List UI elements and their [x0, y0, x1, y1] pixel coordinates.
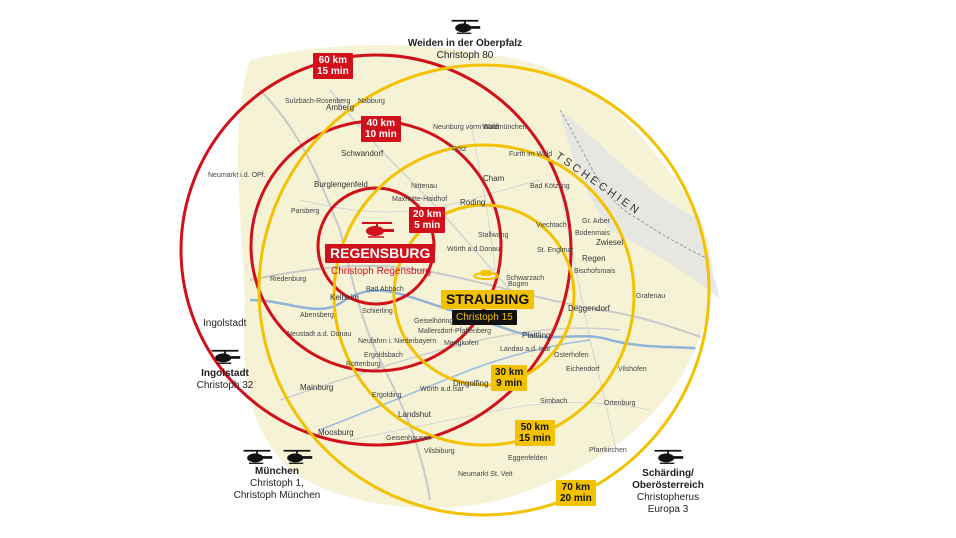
city-label: Zwiesel: [596, 238, 624, 247]
base-ingolstadt: Ingolstadt Christoph 32: [185, 348, 265, 392]
city-label: Ingolstadt: [203, 318, 247, 329]
city-label: Vilshofen: [618, 366, 647, 373]
city-label: Pfarrkirchen: [589, 447, 627, 454]
city-label: Deggendorf: [568, 304, 610, 313]
city-label: Mallersdorf-Pfaffenberg: [418, 328, 492, 335]
helicopter-icon: [211, 349, 241, 364]
helicopter-icon: [451, 19, 481, 34]
base-weiden: Weiden in der Oberpfalz Christoph 80: [390, 18, 540, 62]
regensburg-sub: Christoph Regensburg: [331, 266, 432, 277]
city-label: Amberg: [326, 103, 355, 112]
city-label: Waldmünchen: [482, 124, 527, 131]
straubing-heliport: [473, 270, 499, 280]
helicopter-icon: [243, 449, 273, 464]
helicopter-icon: [654, 449, 684, 464]
city-label: Geisenhausen: [386, 435, 432, 442]
city-label: Neumarkt i.d. OPf.: [208, 172, 266, 179]
city-label: Furth im Wald: [509, 151, 553, 158]
city-label: Bodenmais: [575, 230, 611, 237]
city-label: Mengkofen: [444, 340, 479, 347]
straubing-rings: [257, 63, 711, 517]
city-label: Wörth a.d.Donau: [447, 246, 500, 253]
city-label: Eichendorf: [566, 366, 600, 373]
city-label: Burglengenfeld: [314, 180, 368, 189]
city-label: Vilsbiburg: [424, 448, 455, 455]
city-label: Bad Kötzting: [530, 183, 570, 190]
regensburg-heli-icon: [358, 220, 396, 245]
base-muenchen: München Christoph 1, Christoph München: [222, 448, 332, 502]
city-label: Parsberg: [291, 208, 320, 215]
city-label: Geiselhöring: [414, 318, 454, 325]
city-label: Rötz: [452, 146, 467, 153]
straubing-name: STRAUBING: [441, 290, 535, 309]
city-label: Grafenau: [636, 293, 666, 300]
city-label: Rottenburg: [346, 361, 381, 368]
river-isar: [319, 339, 591, 431]
city-label: Mainburg: [300, 383, 334, 392]
city-label: Neumarkt St. Veit: [458, 471, 513, 478]
helicopter-icon: [283, 449, 313, 464]
city-label: Moosburg: [318, 428, 354, 437]
city-label: Neustadt a.d. Donau: [287, 331, 352, 338]
city-label: Gr. Arber: [582, 218, 611, 225]
city-label: Bogen: [508, 281, 529, 288]
city-label: Schwandorf: [341, 149, 384, 158]
city-label: Regen: [582, 254, 606, 263]
city-label: Osterhofen: [554, 352, 589, 359]
city-label: Viechtach: [536, 222, 567, 229]
city-label: Eggenfelden: [508, 455, 548, 462]
city-label: St. Englmar: [537, 247, 574, 254]
city-label: Dingolfing: [453, 379, 489, 388]
city-label: Schwarzach: [506, 275, 545, 282]
city-label: Simbach: [540, 398, 568, 405]
city-label: Bad Abbach: [366, 286, 404, 293]
city-label: Ergolding: [372, 392, 402, 399]
city-label: Ergoldsbach: [364, 352, 403, 359]
czech-area: [560, 110, 720, 300]
city-label: Schierling: [362, 308, 393, 315]
city-label: Landshut: [398, 410, 431, 419]
city-label: Landau a.d. Isar: [500, 346, 551, 353]
city-label: Roding: [460, 198, 486, 207]
city-label: Neunburg vorm Wald: [433, 124, 499, 131]
city-label: Wörth a.d.Isar: [420, 386, 464, 393]
city-label: Plattling: [522, 331, 551, 340]
city-label: Bischofsmais: [574, 268, 616, 275]
straubing-sub: Christoph 15: [452, 310, 517, 325]
city-label: Cham: [483, 174, 505, 183]
city-label: Ortenburg: [604, 400, 636, 407]
city-label: Neufahrn i. Niederbayern: [358, 338, 437, 345]
city-label: Nittenau: [411, 183, 438, 190]
city-label: Stallwang: [478, 232, 509, 239]
city-label: Kelheim: [330, 293, 359, 302]
city-label: Riedenburg: [270, 276, 307, 283]
city-label: Sulzbach-Rosenberg: [285, 98, 351, 105]
regensburg-name: REGENSBURG: [325, 244, 436, 263]
city-label: Abensberg: [300, 312, 334, 319]
city-label: Nabburg: [358, 98, 385, 105]
base-schaerding: Schärding/ Oberösterreich Christopherus …: [618, 448, 718, 516]
border-line: [559, 109, 711, 261]
city-label: Maxhütte-Haidhof: [392, 196, 448, 203]
